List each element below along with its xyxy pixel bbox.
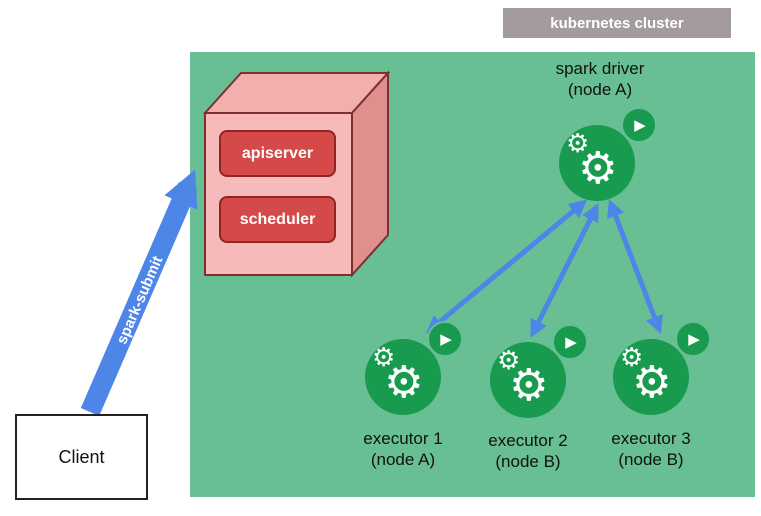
gears-circle-icon: ⚙ ⚙	[559, 125, 635, 201]
executor3-label: executor 3 (node B)	[581, 428, 721, 471]
executor1-name: executor 1	[363, 429, 443, 448]
gears-circle-icon: ⚙ ⚙	[490, 342, 566, 418]
spark-submit-label: spark-submit	[113, 254, 166, 347]
gear-icon: ⚙	[509, 360, 549, 411]
driver-executor2-arrow	[530, 203, 599, 338]
play-circle-icon: ▶	[621, 107, 657, 143]
driver-executor1-arrow	[425, 199, 588, 334]
executor3-name: executor 3	[611, 429, 691, 448]
executor2-name: executor 2	[488, 431, 568, 450]
spark-driver-node: (node A)	[567, 80, 633, 100]
apiserver-box: apiserver	[219, 130, 336, 177]
executor2-node: (node B)	[495, 452, 561, 472]
executor2-label: executor 2 (node B)	[458, 430, 598, 473]
client-label: Client	[58, 446, 105, 467]
play-circle-icon: ▶	[675, 321, 711, 357]
executor3-node: (node B)	[618, 450, 684, 470]
driver-executor3-arrow	[607, 198, 663, 335]
gear-icon: ⚙	[497, 346, 521, 376]
executor3-icon: ⚙ ⚙ ▶	[613, 321, 713, 417]
gear-icon: ⚙	[578, 143, 618, 194]
gear-icon: ⚙	[372, 343, 396, 373]
scheduler-box: scheduler	[219, 196, 336, 243]
client-box: Client	[15, 414, 148, 500]
spark-submit-arrow-line	[80, 169, 198, 416]
kubernetes-cluster-badge: kubernetes cluster	[503, 8, 731, 38]
gear-icon: ⚙	[566, 129, 590, 159]
spark-driver-label: spark driver (node A)	[520, 58, 680, 101]
executor1-node: (node A)	[370, 450, 436, 470]
play-icon: ▶	[440, 329, 452, 348]
gear-icon: ⚙	[632, 357, 672, 408]
executor1-icon: ⚙ ⚙ ▶	[365, 321, 465, 417]
gears-circle-icon: ⚙ ⚙	[613, 339, 689, 415]
scheduler-label: scheduler	[239, 210, 316, 228]
spark-driver-icon: ⚙ ⚙ ▶	[559, 107, 659, 203]
executor2-icon: ⚙ ⚙ ▶	[490, 324, 590, 420]
spark-submit-arrow: spark-submit	[80, 169, 198, 416]
gears-circle-icon: ⚙ ⚙	[365, 339, 441, 415]
play-icon: ▶	[565, 332, 577, 351]
apiserver-label: apiserver	[241, 144, 314, 162]
play-circle-icon: ▶	[427, 321, 463, 357]
gear-icon: ⚙	[620, 343, 644, 373]
kubernetes-cluster-badge-label: kubernetes cluster	[550, 14, 684, 32]
executor1-label: executor 1 (node A)	[333, 428, 473, 471]
play-icon: ▶	[688, 329, 700, 348]
gear-icon: ⚙	[384, 357, 424, 408]
play-circle-icon: ▶	[552, 324, 588, 360]
play-icon: ▶	[634, 115, 646, 134]
spark-driver-title: spark driver	[555, 59, 645, 78]
